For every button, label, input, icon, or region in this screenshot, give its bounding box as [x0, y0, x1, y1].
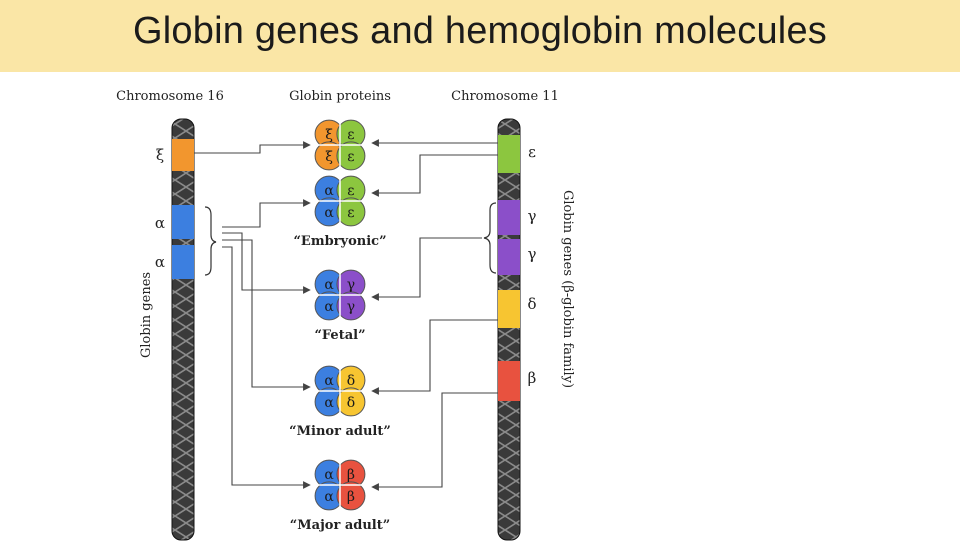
molecule-label: “Embryonic”	[293, 234, 386, 249]
chr11-gene-label-gamma-1: γ	[528, 207, 537, 225]
chr11-side-label: Globin genes (β-globin family)	[560, 190, 575, 388]
title-bar: Globin genes and hemoglobin molecules	[0, 0, 960, 72]
globin-subunit-symbol: α	[324, 205, 334, 221]
globin-subunit-symbol: ξ	[325, 149, 333, 165]
gene-band-zeta	[172, 139, 194, 171]
arrow-epsilon-2	[371, 154, 498, 197]
globin-subunit-symbol: δ	[347, 373, 355, 389]
chr11-gene-label-gamma-2: γ	[528, 245, 537, 263]
globin-subunit-right	[336, 387, 366, 417]
chr16-side-label: Globin genes	[139, 272, 154, 358]
arrow-delta	[371, 319, 498, 395]
chromosome-11	[497, 118, 521, 541]
gene-band-gamma-2	[498, 239, 520, 275]
globin-subunit-symbol: ε	[347, 183, 354, 199]
globin-subunit-symbol: ε	[347, 205, 354, 221]
chr11-gene-label-beta: β	[528, 369, 537, 387]
arrow-gamma	[371, 237, 482, 301]
molecule-label: “Major adult”	[290, 518, 390, 533]
globin-subunit-symbol: γ	[347, 277, 355, 293]
globin-subunit-symbol: ε	[347, 149, 354, 165]
gene-band-epsilon	[498, 135, 520, 173]
globin-subunit-symbol: δ	[347, 395, 355, 411]
globin-subunit-right	[336, 481, 366, 511]
globin-subunit-symbol: α	[324, 395, 334, 411]
chr16-gene-label-zeta: ξ	[156, 146, 164, 164]
globin-subunit-symbol: α	[324, 299, 334, 315]
globin-subunit-symbol: α	[324, 489, 334, 505]
gene-band-alpha-1	[172, 205, 194, 239]
header-chromosome-16: Chromosome 16	[116, 89, 224, 104]
chr16-gene-label-alpha-1: α	[155, 214, 165, 232]
arrow-alpha-fetal	[222, 232, 311, 294]
globin-subunit-symbol: ε	[347, 127, 354, 143]
arrow-zeta	[194, 141, 311, 154]
chr11-gamma-bracket	[483, 202, 497, 274]
globin-subunit-symbol: α	[324, 277, 334, 293]
header-globin-proteins: Globin proteins	[289, 89, 391, 104]
globin-subunit-symbol: α	[324, 183, 334, 199]
globin-subunit-symbol: ξ	[325, 127, 333, 143]
arrow-alpha-minor	[222, 239, 311, 391]
globin-subunit-symbol: β	[347, 467, 355, 483]
chr11-gene-label-epsilon: ε	[528, 143, 536, 161]
globin-subunit-right	[336, 141, 366, 171]
connector-arrows	[194, 139, 498, 491]
header-chromosome-11: Chromosome 11	[451, 89, 559, 104]
globin-subunit-right	[336, 291, 366, 321]
chr11-gene-label-delta: δ	[527, 295, 536, 313]
slide-title: Globin genes and hemoglobin molecules	[133, 10, 827, 52]
gene-band-alpha-2	[172, 245, 194, 279]
gene-band-beta	[498, 361, 520, 401]
globin-subunit-symbol: β	[347, 489, 355, 505]
arrow-alpha-embryonic	[222, 199, 311, 228]
globin-subunit-symbol: α	[324, 467, 334, 483]
gene-band-delta	[498, 290, 520, 328]
molecule-label: “Fetal”	[314, 328, 365, 343]
chromosome-16	[171, 118, 195, 541]
chr16-alpha-bracket	[204, 206, 217, 276]
chr16-gene-label-alpha-2: α	[155, 253, 165, 271]
globin-subunit-right	[336, 197, 366, 227]
globin-diagram: Chromosome 16 Globin proteins Chromosome…	[116, 75, 590, 541]
arrow-beta	[371, 392, 498, 491]
arrow-alpha-major	[222, 246, 311, 489]
globin-subunit-symbol: γ	[347, 299, 355, 315]
globin-subunit-symbol: α	[324, 373, 334, 389]
gene-band-gamma-1	[498, 200, 520, 235]
molecule-label: “Minor adult”	[289, 424, 391, 439]
